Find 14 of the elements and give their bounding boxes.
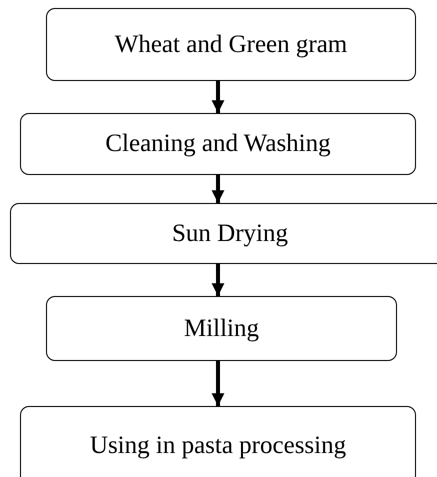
step-label: Milling: [184, 314, 259, 342]
process-box: [10, 203, 437, 264]
step-label: Cleaning and Washing: [105, 130, 331, 158]
arrow: [212, 361, 224, 406]
process-box: [46, 8, 416, 81]
step-label: Using in pasta processing: [90, 432, 346, 460]
process-box: [20, 406, 416, 477]
arrow: [212, 264, 224, 296]
step-label: Wheat and Green gram: [114, 30, 348, 58]
process-box: [46, 296, 397, 361]
arrow: [212, 81, 224, 113]
step-label: Sun Drying: [172, 220, 288, 248]
arrow: [212, 175, 224, 203]
process-box: [20, 113, 416, 175]
